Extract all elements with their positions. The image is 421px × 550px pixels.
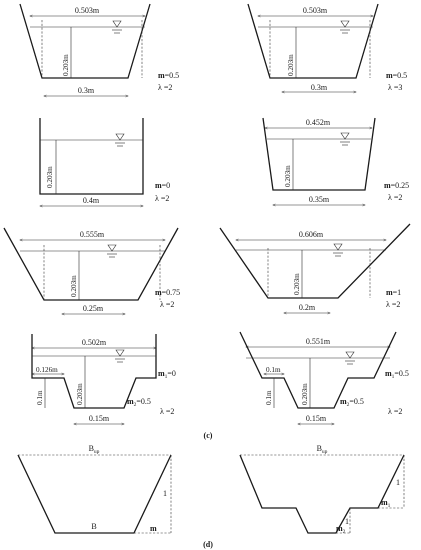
depth-label: 0.203m: [293, 273, 301, 295]
lambda-label: λ =2: [160, 300, 174, 309]
top-width-label: 0.503m: [303, 6, 328, 15]
bottom-width-label: 0.15m: [89, 414, 110, 423]
depth-label: 0.203m: [301, 383, 309, 405]
lambda-label: λ =2: [155, 194, 169, 203]
depth-label: 0.203m: [46, 166, 54, 188]
schematic-profile: [17, 454, 172, 534]
schematic-compound: Bup 1 1 m1 m2: [239, 444, 405, 535]
caption-d: (d): [203, 540, 213, 549]
channel-profile: [39, 118, 144, 195]
top-width-label: 0.606m: [299, 230, 324, 239]
slope-m2-label: m2: [336, 524, 346, 535]
depth-label: 0.203m: [284, 165, 292, 187]
side-slope-label: m=1: [386, 288, 401, 297]
top-width-label: 0.502m: [82, 338, 107, 347]
bottom-width-label: 0.15m: [306, 414, 327, 423]
bottom-width-label: 0.3m: [311, 83, 328, 92]
bottom-width-label: 0.3m: [78, 86, 95, 95]
top-width-label: 0.452m: [306, 118, 331, 127]
panel-trapezoid-m025-l2: 0.452m 0.203m 0.35m m=0.25 λ =2: [262, 117, 409, 205]
top-width-label: 0.551m: [306, 337, 331, 346]
slope-m-label: m: [150, 524, 157, 533]
depth-label: 0.203m: [70, 275, 78, 297]
depth-label: 0.203m: [62, 54, 70, 76]
panel-trapezoid-m075-l2: 0.555m 0.203m 0.25m m=0.75 λ =2: [3, 227, 180, 314]
berm-width-label: 0.126m: [36, 366, 58, 374]
side-slope-label: m=0: [155, 181, 170, 190]
schematic-profile: [239, 454, 405, 534]
side-slope-label: m=0.5: [158, 71, 179, 80]
lambda-label: λ =2: [388, 407, 402, 416]
lambda-label: λ =2: [386, 300, 400, 309]
water-level-marker: [112, 20, 122, 28]
top-width-label: 0.555m: [80, 230, 105, 239]
lambda-label: λ =2: [158, 83, 172, 92]
lambda-label: λ =2: [160, 407, 174, 416]
water-level-marker: [340, 20, 350, 28]
berm-width-label: 0.1m: [266, 366, 281, 374]
channel-profile: [239, 331, 397, 409]
water-level-marker: [333, 243, 343, 251]
depth-label: 0.203m: [76, 383, 84, 405]
berm-depth-label: 0.1m: [265, 390, 273, 405]
b-label: B: [91, 522, 96, 531]
channel-profile: [247, 3, 379, 79]
b-up-label: Bup: [89, 444, 100, 455]
lambda-label: λ =2: [388, 193, 402, 202]
channel-profile: [31, 334, 157, 409]
m2-label: m2=0.5: [127, 397, 151, 408]
m1-label: m1=0: [158, 369, 176, 380]
bottom-width-label: 0.2m: [299, 303, 316, 312]
bottom-width-label: 0.25m: [83, 304, 104, 313]
channel-profile: [262, 117, 376, 191]
bottom-width-label: 0.35m: [309, 195, 330, 204]
panel-trapezoid-m1-l2: 0.606m 0.203m 0.2m m=1 λ =2: [219, 223, 411, 313]
water-level-marker: [345, 351, 355, 359]
vertical-unit-label-lower: 1: [345, 517, 349, 526]
top-width-label: 0.503m: [75, 6, 100, 15]
vertical-unit-label-upper: 1: [396, 478, 400, 487]
panel-compound-m1-05-m2-05: 0.551m 0.1m 0.1m 0.203m 0.15m m1=0.5 m2=…: [239, 331, 409, 424]
panel-trapezoid-m05-l2: 0.503m 0.203m 0.3m m=0.5 λ =2: [19, 3, 179, 96]
water-level-marker: [340, 132, 350, 140]
side-slope-label: m=0.25: [384, 181, 409, 190]
channel-profile: [219, 223, 411, 299]
lambda-label: λ =3: [388, 83, 402, 92]
water-level-marker: [115, 133, 125, 141]
bottom-width-label: 0.4m: [83, 196, 100, 205]
channel-profile: [19, 3, 151, 79]
side-slope-label: m=0.5: [386, 71, 407, 80]
panel-rectangle-m0-l2: 0.203m 0.4m m=0 λ =2: [39, 118, 170, 206]
m1-label: m1=0.5: [385, 369, 409, 380]
water-level-marker: [107, 244, 117, 252]
b-up-label: Bup: [317, 444, 328, 455]
schematic-trapezoid: Bup B 1 m: [17, 444, 172, 534]
berm-depth-label: 0.1m: [36, 390, 44, 405]
panel-compound-m1-0-m2-05: 0.502m 0.126m 0.1m 0.203m 0.15m m1=0 m2=…: [31, 334, 176, 424]
depth-label: 0.203m: [287, 54, 295, 76]
side-slope-label: m=0.75: [155, 288, 180, 297]
slope-m1-label: m1: [381, 498, 391, 509]
m2-label: m2=0.5: [340, 397, 364, 408]
vertical-unit-label: 1: [163, 489, 167, 498]
water-level-marker: [115, 349, 125, 357]
panel-trapezoid-m05-l3: 0.503m 0.203m 0.3m m=0.5 λ =3: [247, 3, 407, 92]
channel-profile: [3, 227, 179, 301]
caption-c: (c): [204, 431, 213, 440]
